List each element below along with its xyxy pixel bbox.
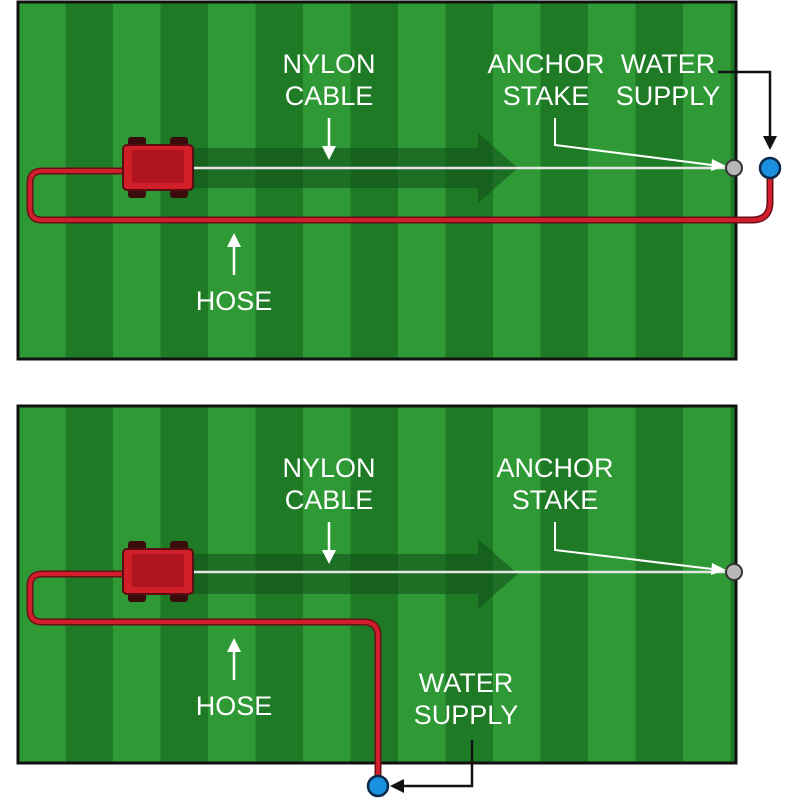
hose-pointer [227,638,241,680]
nylon-cable-label-line1: NYLON [282,453,375,483]
hose-pointer [227,233,241,275]
water-pointer-outside [390,740,474,793]
direction-arrow-icon [190,539,518,609]
sprinkler-cart-icon [122,137,194,198]
water-supply-label-line1: WATER [419,668,514,698]
nylon-cable-label-line2: CABLE [285,81,374,111]
nylon-cable-label-line2: CABLE [285,485,374,515]
water-pointer-outside [718,70,777,150]
nylon-pointer [322,522,336,564]
hose-label: HOSE [196,286,273,316]
nylon-cable-label-line1: NYLON [282,49,375,79]
anchor-stake-label-line1: ANCHOR [487,49,604,79]
anchor-stake-label-line2: STAKE [503,81,590,111]
sprinkler-cart-icon [122,541,194,602]
anchor-pointer [554,118,726,171]
anchor-pointer [554,522,726,575]
anchor-stake-label-line1: ANCHOR [496,453,613,483]
anchor-stake-icon [725,563,743,581]
diagram-1: NYLON CABLE ANCHOR STAKE WATER SUPPLY HO… [16,0,782,361]
diagram-2: NYLON CABLE ANCHOR STAKE WATER SUPPLY HO… [16,404,743,798]
water-supply-label-line2: SUPPLY [414,700,519,730]
water-supply-label-line2: SUPPLY [616,81,721,111]
water-supply-icon [758,156,782,180]
water-supply-icon [366,774,390,798]
water-supply-label-line1: WATER [621,49,716,79]
anchor-stake-icon [725,159,743,177]
anchor-stake-label-line2: STAKE [512,485,599,515]
nylon-pointer [322,118,336,160]
hose-label: HOSE [196,691,273,721]
